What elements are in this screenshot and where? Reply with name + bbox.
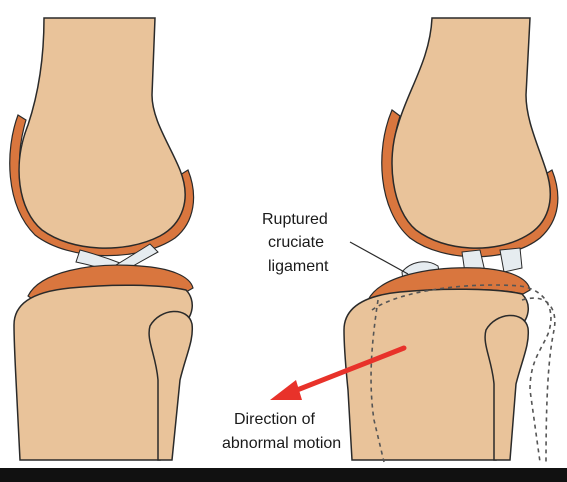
ligament-label-line3: ligament	[268, 258, 329, 275]
ligament-label-line1: Ruptured	[262, 211, 328, 228]
right-femur	[392, 18, 550, 248]
motion-label-line1: Direction of	[234, 411, 315, 428]
ruptured-ligament-upper-stub-b	[500, 248, 522, 272]
normal-knee	[10, 18, 194, 460]
ligament-label-line2: cruciate	[268, 234, 324, 251]
injured-knee	[344, 18, 558, 462]
left-femur	[19, 18, 185, 248]
original-position-outline-fibula	[522, 298, 555, 462]
ligament-leader-line	[350, 242, 408, 274]
bottom-border	[0, 468, 567, 482]
motion-label-line2: abnormal motion	[222, 435, 341, 452]
